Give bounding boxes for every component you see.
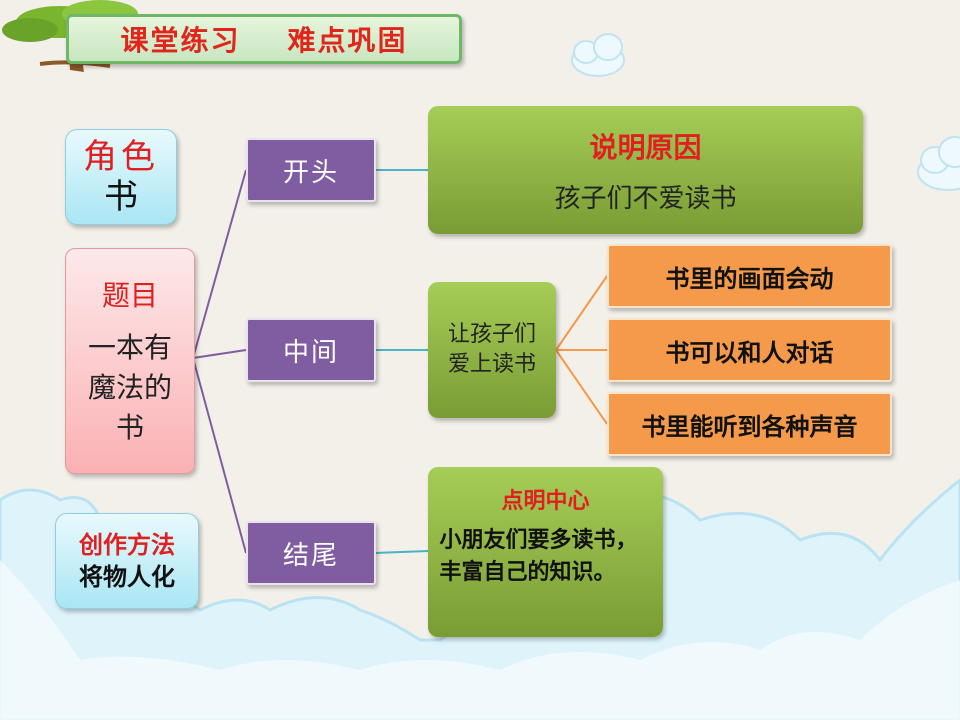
cloud-icon: [571, 33, 625, 77]
ending-detail-text: 小朋友们要多读书，丰富自己的知识。: [439, 528, 638, 585]
middle-point: 书里的画面会动: [607, 244, 892, 308]
role-box: 角色 书: [65, 129, 177, 225]
middle-detail-box: 让孩子们爱上读书: [428, 282, 556, 418]
banner-title: 课堂练习 难点巩固: [120, 24, 408, 57]
topic-box: 题目 一本有魔法的书: [65, 248, 195, 474]
ending-box: 结尾: [246, 521, 376, 585]
middle-point-text: 书里能听到各种声音: [641, 412, 858, 441]
connector-lines: [192, 169, 247, 554]
middle-point-text: 书里的画面会动: [665, 264, 834, 293]
middle-point-text: 书可以和人对话: [665, 338, 834, 367]
method-box: 创作方法 将物人化: [55, 513, 199, 609]
topic-value: 一本有魔法的书: [87, 331, 172, 444]
opening-detail-label: 说明原因: [589, 130, 702, 164]
ending-label: 结尾: [282, 540, 339, 571]
topic-label: 题目: [101, 279, 158, 312]
middle-label: 中间: [282, 337, 339, 368]
role-value: 书: [104, 177, 138, 217]
cloud-icon: [917, 136, 960, 191]
middle-point: 书可以和人对话: [607, 318, 892, 382]
opening-label: 开头: [282, 157, 339, 188]
ending-detail-label: 点明中心: [501, 489, 590, 514]
middle-box: 中间: [246, 318, 376, 382]
middle-detail-text: 让孩子们爱上读书: [447, 322, 536, 377]
ending-detail-box: 点明中心 小朋友们要多读书，丰富自己的知识。: [428, 467, 663, 637]
method-value: 将物人化: [79, 563, 175, 591]
opening-detail-text: 孩子们不爱读书: [554, 183, 737, 214]
method-label: 创作方法: [79, 531, 175, 559]
role-label: 角色: [83, 137, 159, 177]
connector-lines: [555, 275, 608, 425]
connector-lines: [375, 169, 429, 554]
opening-detail-box: 说明原因 孩子们不爱读书: [428, 106, 863, 234]
opening-box: 开头: [246, 138, 376, 202]
section-banner: 课堂练习 难点巩固: [66, 14, 462, 64]
middle-point: 书里能听到各种声音: [607, 392, 892, 456]
